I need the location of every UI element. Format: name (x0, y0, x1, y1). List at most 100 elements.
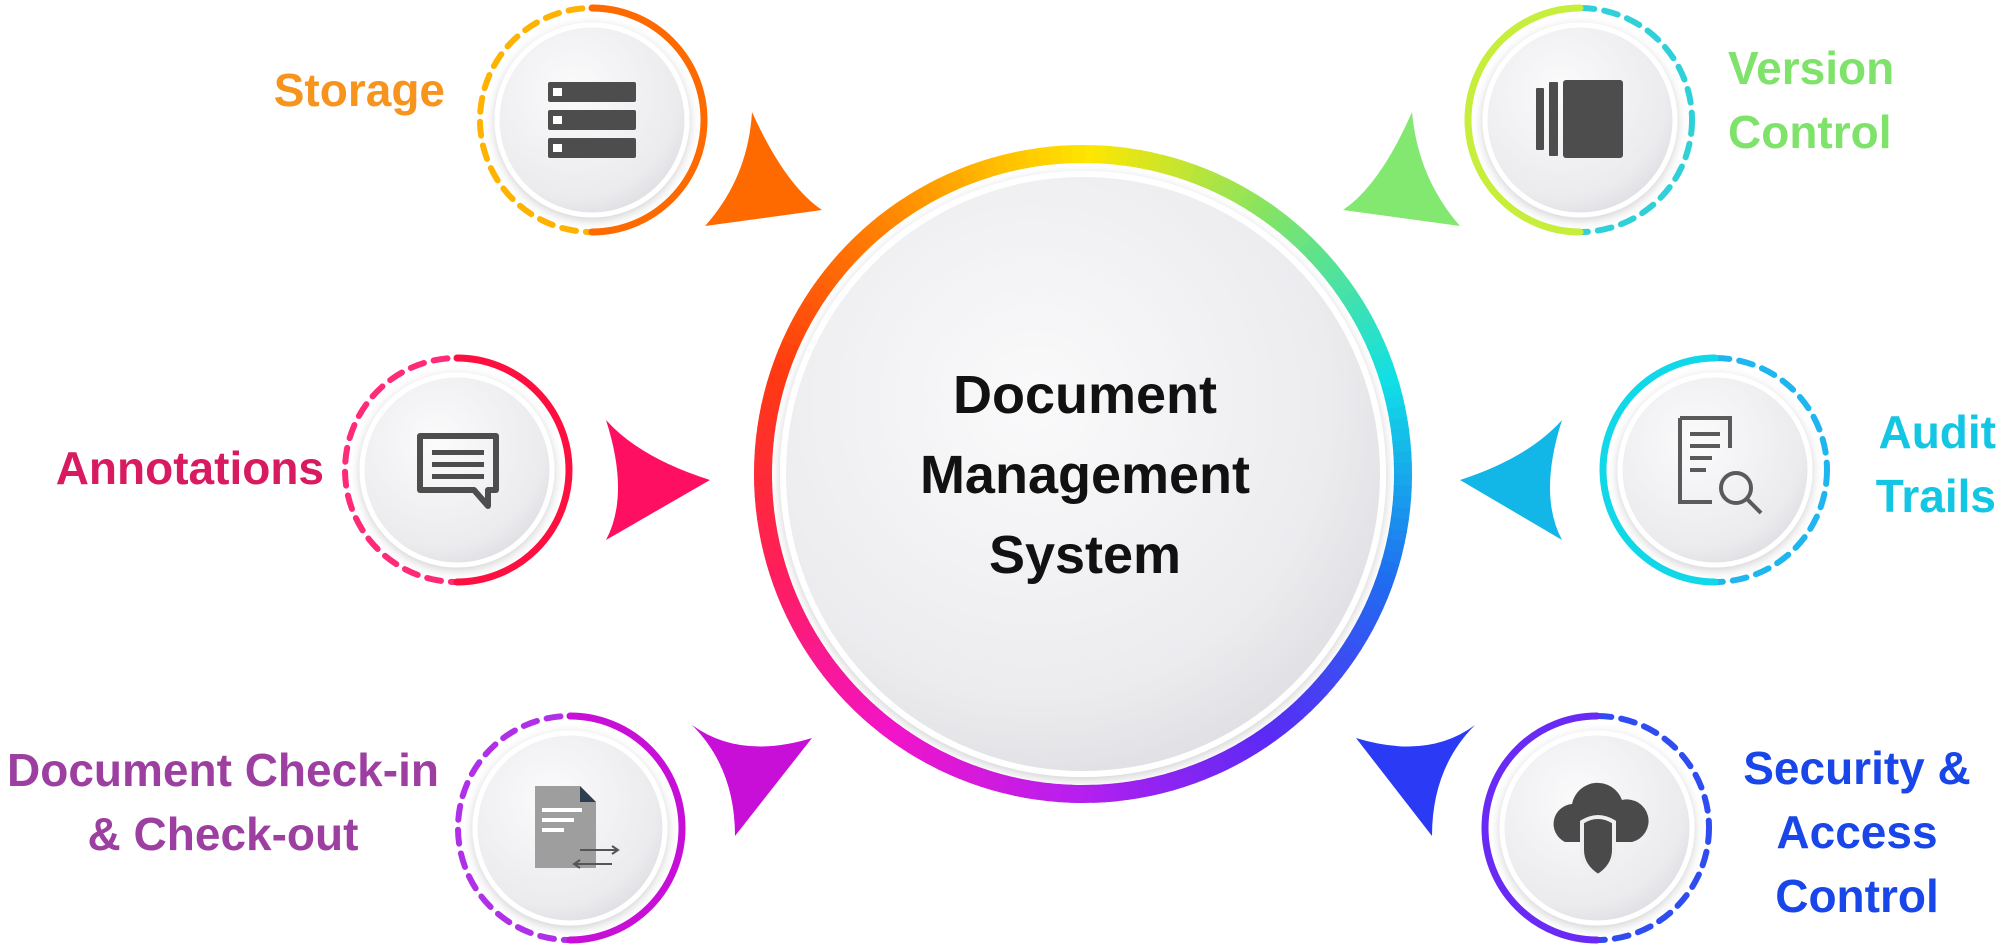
ring-segment (1168, 157, 1187, 179)
ring-segment (1014, 149, 1031, 170)
ring-segment (1238, 189, 1259, 212)
audit-trails-label: Audit Trails (1876, 400, 1996, 528)
ring-segment (754, 494, 774, 509)
ring-segment (854, 228, 877, 251)
ring-segment (970, 160, 989, 182)
ring-segment (947, 757, 967, 780)
ring-segment (787, 318, 810, 338)
checkin-checkout-label: Document Check-in & Check-out (0, 738, 446, 866)
ring-segment (755, 426, 776, 442)
comment-icon (417, 433, 499, 509)
ring-segment (777, 338, 800, 358)
ring-segment (1299, 237, 1321, 260)
ring-segment (927, 747, 947, 770)
ring-segment (1314, 253, 1337, 276)
ring-segment (928, 177, 949, 200)
ring-segment (822, 664, 845, 686)
ring-segment (1282, 221, 1305, 244)
ring-segment (760, 537, 782, 554)
ring-segment (757, 415, 778, 431)
ring-segment (1378, 372, 1400, 390)
ring-segment (797, 628, 820, 649)
ring-segment (803, 637, 826, 658)
checkin-checkout-node (455, 712, 686, 944)
ring-segment (1351, 619, 1374, 640)
audit-trails-node (1599, 354, 1830, 586)
ring-segment (1384, 394, 1406, 411)
ring-segment (1177, 766, 1196, 788)
ring-segment (888, 724, 910, 747)
ring-segment (1334, 280, 1357, 302)
ring-segment (1346, 299, 1369, 320)
document-transfer-icon (535, 786, 620, 869)
ring-segment (837, 680, 860, 703)
ring-segment (1001, 775, 1019, 796)
version-control-label: Version Control (1728, 36, 1894, 164)
ring-segment (781, 598, 804, 619)
ring-segment (918, 182, 939, 205)
ring-segment (897, 730, 919, 754)
ring-segment (1209, 173, 1229, 196)
ring-segment (1352, 309, 1375, 330)
ring-segment (1246, 731, 1267, 754)
ring-segment (798, 298, 821, 319)
ring-segment (1265, 207, 1287, 230)
checkin-checkout-ring-solid (566, 712, 686, 944)
versions-icon (1536, 80, 1623, 158)
ring-segment (1167, 769, 1185, 791)
storage-pointer-arrow (705, 112, 822, 226)
ring-segment (1387, 405, 1408, 422)
ring-segment (1340, 290, 1363, 311)
ring-segment (1375, 361, 1397, 380)
ring-segment (1356, 610, 1379, 630)
ring-segment (761, 392, 782, 410)
security-label-line: Control (1775, 870, 1939, 922)
ring-segment (938, 172, 959, 195)
ring-segment (792, 308, 815, 329)
security-label-line: Security & (1743, 742, 1971, 794)
ring-segment (1058, 784, 1073, 803)
audit-trails-pointer-arrow (1460, 420, 1562, 540)
ring-segment (853, 696, 875, 719)
center-title: Document Management System (835, 355, 1335, 595)
ring-segment (1374, 570, 1396, 589)
center-gradient-ring (754, 145, 1413, 803)
checkin-checkout-pointer-arrow (692, 725, 812, 836)
ring-segment (1333, 647, 1356, 669)
ring-segment (1393, 451, 1412, 465)
ring-segment (1357, 319, 1380, 340)
ring-segment (990, 772, 1008, 794)
ring-segment (1217, 748, 1238, 771)
ring-segment (1339, 638, 1363, 660)
ring-segment (829, 672, 852, 695)
ring-segment (917, 742, 938, 765)
ring-segment (1297, 690, 1320, 712)
ring-segment (766, 558, 788, 576)
checkin-checkout-label-line: & Check-out (87, 808, 359, 860)
ring-segment (756, 515, 777, 532)
ring-segment (1378, 559, 1400, 578)
storage-label: Storage (274, 58, 445, 122)
center-disc (780, 171, 1386, 777)
ring-segment (1124, 780, 1141, 801)
ring-segment (1327, 656, 1350, 678)
ring-segment (879, 718, 901, 741)
checkin-checkout-label-line: Document Check-in (7, 744, 439, 796)
ring-segment (1113, 781, 1129, 802)
ring-segment (810, 279, 833, 301)
ring-segment (1328, 271, 1351, 293)
ring-segment (1037, 146, 1053, 167)
ring-segment (758, 403, 780, 421)
ring-segment (981, 157, 999, 179)
ring-segment (1306, 245, 1329, 268)
ring-segment (754, 449, 773, 464)
version-control-label-line: Control (1728, 106, 1892, 158)
ring-segment (763, 381, 785, 399)
ring-segment (758, 526, 779, 543)
ring-segment (1046, 783, 1062, 803)
ring-segment (1092, 784, 1106, 803)
ring-segment (791, 618, 814, 639)
center-title-line: Document (952, 365, 1217, 425)
security-ring-solid (1481, 712, 1601, 944)
